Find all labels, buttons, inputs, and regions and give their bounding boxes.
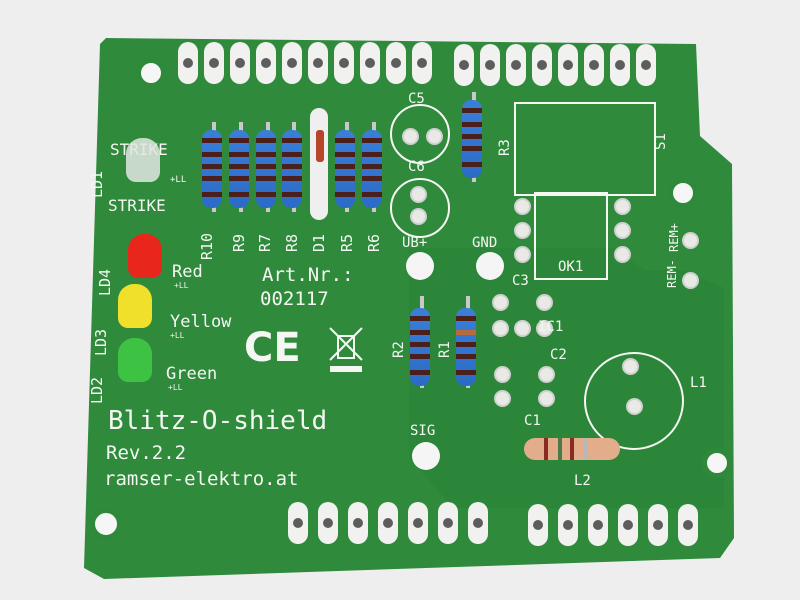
label-r7: R7 (256, 233, 274, 252)
r1-label: R1 (437, 341, 453, 358)
label-r5: R5 (338, 233, 356, 252)
optocoupler-ok1-outline (534, 192, 608, 280)
mounting-hole (702, 448, 732, 478)
strike-label-bottom: STRIKE (108, 196, 166, 215)
l1-label: L1 (690, 375, 707, 391)
ce-mark: CE (244, 325, 301, 371)
inductor-l2 (524, 438, 620, 460)
testpoint-ub (406, 252, 434, 280)
ld2-suffix: +LL (168, 383, 183, 392)
ld4-suffix: +LL (174, 281, 189, 290)
mounting-hole (90, 508, 122, 540)
label-r10: R10 (198, 232, 216, 260)
capacitor-c5-outline (390, 104, 450, 164)
capacitor-c6-outline (390, 178, 450, 238)
board-title: Blitz-O-shield (108, 406, 328, 436)
ld3-ref: LD3 (92, 328, 110, 356)
ub-label: UB+ (402, 235, 428, 251)
ld3-suffix: +LL (170, 331, 185, 340)
red-label: Red (172, 262, 203, 282)
ok1-label: OK1 (558, 259, 584, 275)
diode-pad (310, 108, 328, 220)
r2-label: R2 (391, 341, 407, 358)
rem-minus-label: REM- (665, 259, 679, 288)
diode-d1 (316, 130, 324, 162)
c2-label: C2 (550, 347, 567, 363)
label-r6: R6 (365, 233, 383, 252)
r3-label: R3 (497, 139, 513, 156)
article-label: Art.Nr.: (262, 264, 354, 286)
mounting-hole (136, 58, 166, 88)
ld4-ref: LD4 (96, 268, 114, 296)
l2-label: L2 (574, 473, 591, 489)
article-number: 002117 (260, 288, 329, 310)
testpoint-sig (412, 442, 440, 470)
yellow-label: Yellow (170, 312, 232, 332)
c6-label: C6 (408, 159, 425, 175)
testpoint-gnd (476, 252, 504, 280)
ld1-suffix: +LL (170, 175, 187, 185)
mounting-hole (668, 178, 698, 208)
crossed-bin-icon (329, 327, 363, 372)
rem-plus-label: REM+ (667, 223, 681, 252)
switch-s1-outline (514, 102, 656, 196)
pcb-board: R10 R9 R7 R8 D1 R5 R6 STRIKE LD1 +LL STR… (84, 38, 740, 579)
c3-label: C3 (512, 273, 529, 289)
c5-label: C5 (408, 91, 425, 107)
ld1-ref: LD1 (88, 170, 106, 198)
label-r9: R9 (230, 233, 248, 252)
label-r8: R8 (283, 233, 301, 252)
inductor-l1-outline (584, 352, 684, 450)
sig-label: SIG (410, 423, 436, 439)
ic1-label: IC1 (538, 319, 564, 335)
gnd-label: GND (472, 235, 498, 251)
label-d1: D1 (310, 233, 328, 252)
s1-label: S1 (653, 133, 669, 150)
board-revision: Rev.2.2 (106, 442, 187, 464)
board-website: ramser-elektro.at (104, 468, 299, 490)
ld2-ref: LD2 (88, 376, 106, 404)
c1-label: C1 (524, 413, 541, 429)
green-label: Green (166, 364, 218, 384)
